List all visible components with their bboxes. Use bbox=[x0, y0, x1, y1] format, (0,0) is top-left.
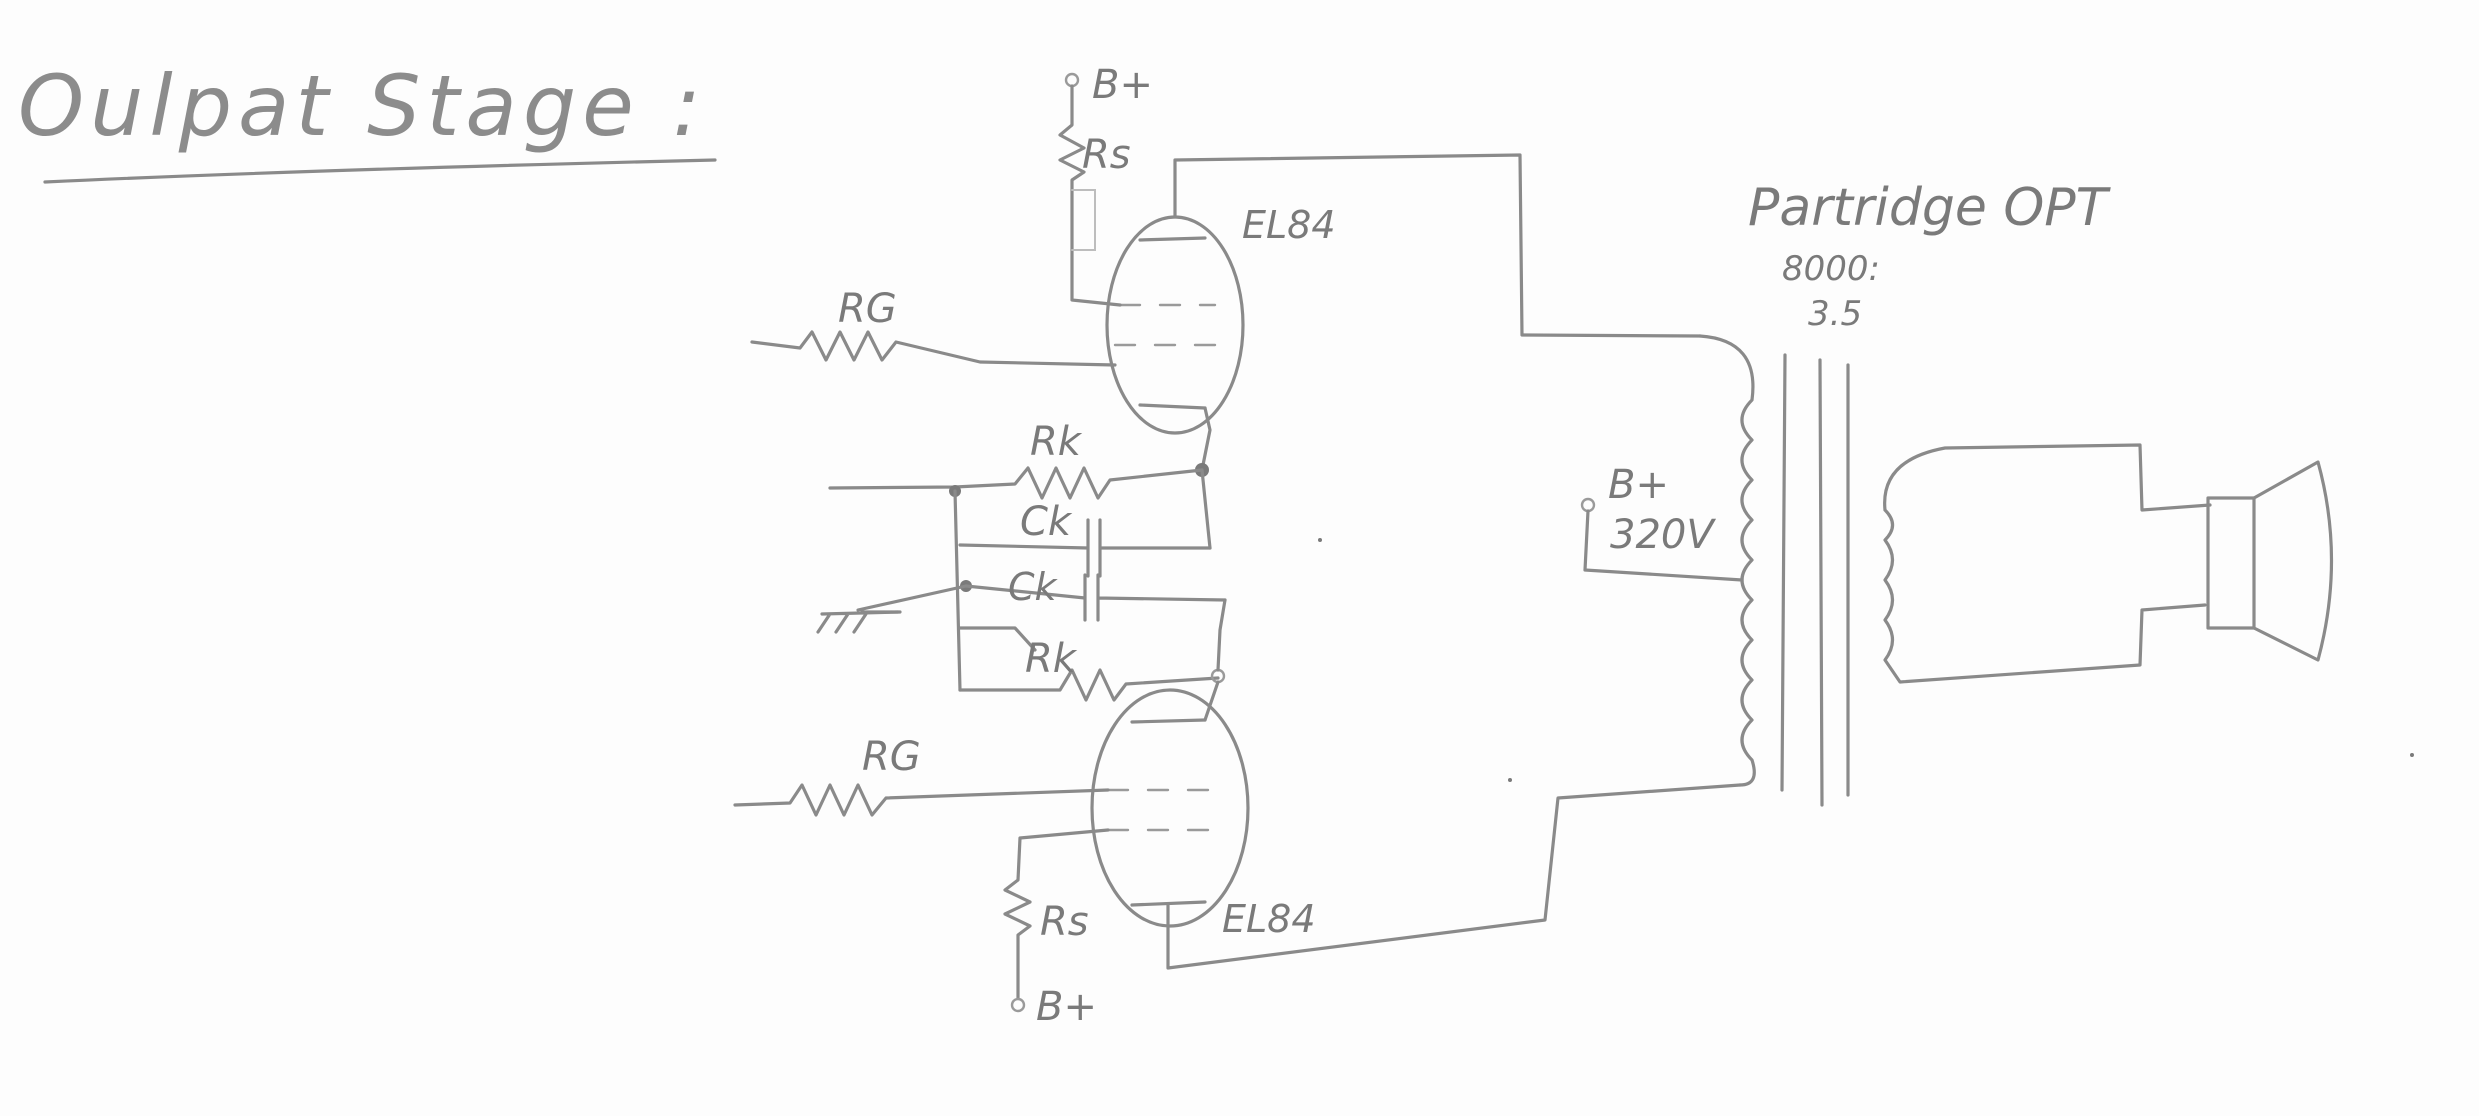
top-cathode-resistor-label: Rk bbox=[1030, 419, 1083, 465]
bottom-supply-terminal bbox=[1010, 997, 1026, 1013]
bottom-cathode-resistor bbox=[958, 626, 1220, 702]
top-tube-cathode bbox=[1138, 403, 1207, 410]
transformer-name: Partridge OPT bbox=[1748, 178, 2112, 238]
ct-supply-label: B+ bbox=[1608, 462, 1669, 508]
top-grid-resistor-label: RG bbox=[838, 286, 897, 332]
cathode-bus bbox=[953, 489, 962, 692]
bottom-grid-resistor-label: RG bbox=[862, 734, 921, 780]
bottom-cathode-capacitor bbox=[964, 573, 1227, 622]
bottom-screen-resistor-label: Rs bbox=[1040, 899, 1089, 945]
top-screen-resistor bbox=[1058, 84, 1122, 307]
bottom-supply-label: B+ bbox=[1036, 984, 1097, 1030]
top-screen-resistor-label: Rs bbox=[1082, 132, 1131, 178]
speck bbox=[2410, 753, 2414, 757]
ct-voltage-label: 320V bbox=[1610, 512, 1716, 558]
secondary-winding bbox=[1883, 443, 2212, 684]
speaker-magnet bbox=[2206, 496, 2256, 630]
output-transformer bbox=[1698, 334, 2212, 807]
ct-supply-terminal bbox=[1580, 497, 1596, 513]
bottom-grid-resistor bbox=[733, 783, 1110, 817]
transformer-ratio-secondary: 3.5 bbox=[1808, 294, 1862, 334]
speaker-icon bbox=[2206, 460, 2334, 662]
speck bbox=[1318, 538, 1322, 542]
top-tube-anode bbox=[1138, 236, 1207, 242]
bottom-tube bbox=[1090, 688, 1250, 928]
top-tube bbox=[1105, 215, 1245, 435]
top-cathode-resistor bbox=[828, 466, 1204, 500]
title-underline bbox=[43, 158, 717, 184]
top-grid-resistor bbox=[750, 330, 1117, 367]
top-cathode-capacitor bbox=[958, 518, 1212, 578]
bottom-screen-resistor bbox=[1003, 828, 1110, 1000]
primary-winding bbox=[1698, 334, 1756, 787]
bottom-cathode-link bbox=[1216, 598, 1227, 672]
top-cathode-lead bbox=[1200, 406, 1212, 472]
ground-wire bbox=[856, 584, 968, 614]
center-tap-wire bbox=[1583, 509, 1744, 582]
top-plate-wire bbox=[1173, 153, 1702, 338]
bottom-plate-wire bbox=[1166, 783, 1742, 970]
top-tube-envelope bbox=[1105, 215, 1245, 435]
bottom-tube-envelope bbox=[1090, 688, 1250, 928]
bottom-tube-label: EL84 bbox=[1222, 897, 1316, 941]
bottom-tube-cathode bbox=[1130, 718, 1207, 724]
transformer-ratio-primary: 8000: bbox=[1782, 249, 1880, 289]
top-screen-faint-mark bbox=[1071, 189, 1096, 251]
top-cathode-cap-label: Ck bbox=[1020, 499, 1073, 545]
bottom-cathode-node bbox=[1210, 668, 1226, 684]
top-supply-label: B+ bbox=[1092, 62, 1153, 108]
bottom-cathode-cap-label: Ck bbox=[1008, 565, 1059, 609]
bottom-cathode-lead bbox=[1203, 680, 1220, 722]
ground-icon bbox=[816, 610, 902, 634]
speck bbox=[1508, 778, 1512, 782]
top-supply-terminal bbox=[1064, 72, 1080, 88]
top-tube-label: EL84 bbox=[1242, 203, 1336, 247]
page-title: Oulpat Stage : bbox=[18, 57, 707, 155]
transformer-core bbox=[1780, 353, 1850, 807]
bottom-cathode-resistor-label: Rk bbox=[1025, 636, 1078, 682]
speaker-cone bbox=[2252, 460, 2334, 662]
top-cathode-drop bbox=[1200, 468, 1212, 550]
